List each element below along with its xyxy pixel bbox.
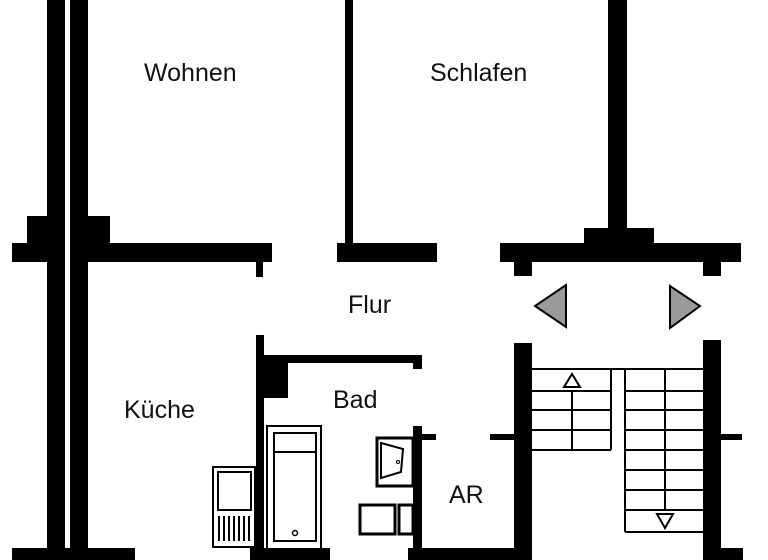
wall-stub [420,434,436,440]
stairs-down [624,369,703,533]
wall-bad-top [256,355,422,363]
wall-stub [490,434,516,440]
wall-stair-left [514,343,532,560]
exterior-wall-left-inner [70,0,88,560]
stairs-up [532,368,703,451]
wall-bottom [703,548,743,560]
room-label-wohnen: Wohnen [144,59,237,87]
wall-stub [514,262,532,276]
wall-bad-left [256,335,264,560]
wall-bump [584,228,654,244]
wall-bottom [12,548,135,560]
room-label-flur: Flur [348,291,392,319]
wall-wohnen-kueche [86,243,272,262]
wall-bump [12,243,52,262]
room-label-schlafen: Schlafen [430,59,528,87]
wall-bottom [408,548,532,560]
wall-schlafen-flur-right [500,243,741,262]
wall-schlafen-right [608,0,627,232]
toilet-icon [375,436,415,488]
wall-stair-right [703,340,721,560]
walls [12,0,743,560]
wall-stub [256,262,263,277]
room-label-ar: AR [449,481,484,509]
arrow-left-icon [533,283,567,329]
wall-bad-ar [413,426,422,560]
stove-icon [212,466,256,548]
room-label-bad: Bad [333,386,378,414]
wall-stub [703,262,721,276]
wall-stub [413,355,422,369]
wall-bad-corner [263,360,288,398]
bathtub-icon [266,425,322,551]
washbasin-icon [358,503,415,536]
arrow-right-icon [669,284,702,330]
wall-stub [720,434,742,440]
wall-wohnen-schlafen [345,0,353,250]
wall-schlafen-flur-left [337,243,437,262]
stair-down-icon [655,513,675,531]
exterior-wall-left-outer [47,0,65,560]
stair-up-icon [562,372,582,388]
room-label-kueche: Küche [124,396,195,424]
wall-bump [86,216,110,244]
